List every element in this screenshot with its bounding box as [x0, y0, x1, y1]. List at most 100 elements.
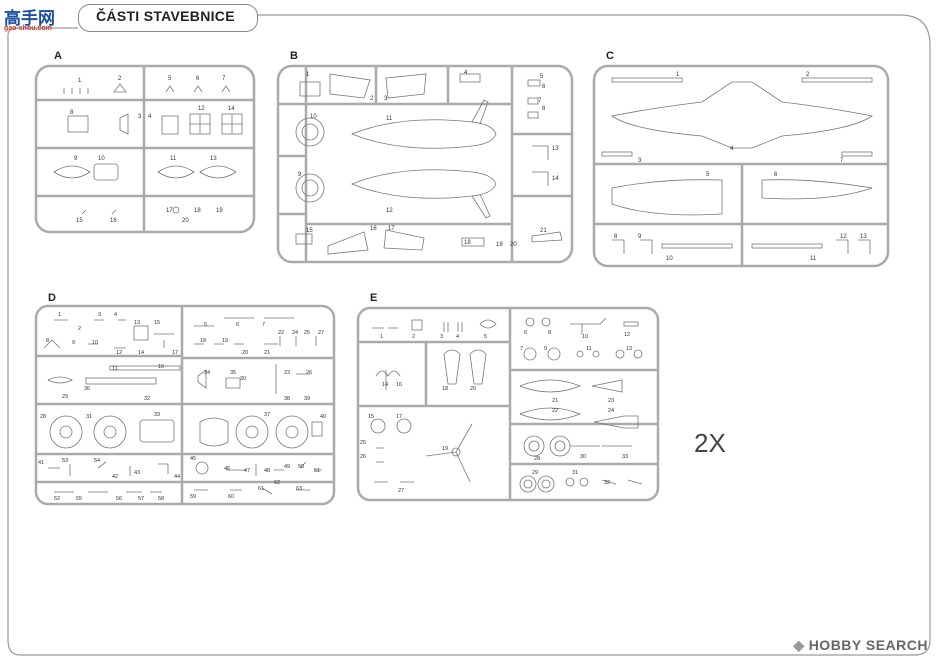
sprue-d-letter: D — [48, 292, 56, 304]
part-label: 8 — [70, 110, 74, 116]
part-label: 31 — [572, 470, 578, 476]
part-label: 1 — [306, 72, 310, 78]
part-label: 15 — [76, 218, 83, 224]
part-label: 19 — [222, 338, 228, 344]
sprue-b-letter: B — [290, 50, 298, 62]
part-label: 17 — [396, 414, 402, 420]
part-label: 5 — [484, 334, 487, 340]
part-label: 4 — [114, 312, 117, 318]
part-label: 29 — [532, 470, 538, 476]
part-label: 16 — [370, 226, 377, 232]
part-label: 20 — [242, 350, 248, 356]
part-label: 22 — [278, 330, 284, 336]
quantity-multiplier: 2X — [694, 428, 726, 458]
part-label: 3 — [98, 312, 101, 318]
part-label: 41 — [38, 460, 44, 466]
part-label: 28 — [534, 456, 540, 462]
part-label: 10 — [582, 334, 588, 340]
part-label: 25 — [360, 440, 366, 446]
part-label: 18 — [442, 386, 448, 392]
part-label: 37 — [264, 412, 270, 418]
part-label: 27 — [398, 488, 404, 494]
part-label: 13 — [134, 320, 140, 326]
part-label: 19 — [496, 242, 503, 248]
part-label: 49 — [284, 464, 290, 470]
part-label: 9 — [72, 340, 75, 346]
part-label: 11 — [386, 116, 393, 122]
part-label: 4 — [730, 146, 734, 152]
site-logo-url: gao-shou.com — [4, 25, 52, 32]
part-label: 9 — [298, 172, 302, 178]
watermark-logo-icon: ◆ — [793, 637, 805, 653]
part-label: 6 — [236, 322, 239, 328]
part-label: 15 — [154, 320, 160, 326]
part-label: 20 — [510, 242, 517, 248]
page-title: ČÁSTI STAVEBNICE — [96, 8, 235, 24]
part-label: 43 — [134, 470, 140, 476]
part-label: 2 — [412, 334, 415, 340]
part-label: 16 — [396, 382, 402, 388]
part-label: 9 — [74, 156, 78, 162]
part-label: 59 — [190, 494, 196, 500]
part-label: 47 — [244, 468, 250, 474]
part-label: 14 — [228, 106, 235, 112]
part-label: 10 — [310, 114, 317, 120]
part-label: 6 — [196, 76, 200, 82]
part-label: 6 — [774, 172, 778, 178]
part-label: 30 — [580, 454, 586, 460]
part-label: 17 — [166, 208, 173, 214]
part-label: 18 — [200, 338, 206, 344]
part-label: 57 — [138, 496, 144, 502]
part-label: 33 — [154, 412, 160, 418]
part-label: 23 — [284, 370, 290, 376]
part-label: 48 — [264, 468, 270, 474]
part-label: 10 — [666, 256, 673, 262]
part-label: 11 — [586, 346, 592, 352]
part-label: 11 — [112, 366, 118, 372]
part-label: 35 — [230, 370, 236, 376]
part-label: 4 — [464, 70, 468, 76]
part-label: 4 — [148, 114, 152, 120]
part-label: 29 — [62, 394, 68, 400]
part-label: 14 — [552, 176, 559, 182]
part-label: 26 — [360, 454, 366, 460]
part-label: 17 — [172, 350, 178, 356]
sprue-e: 1 2 3 4 5 6 7 8 9 10 11 12 13 14 15 16 1… — [356, 306, 660, 502]
part-label: 13 — [626, 346, 632, 352]
part-label: 14 — [382, 382, 388, 388]
part-label: 55 — [76, 496, 82, 502]
part-label: 40 — [320, 414, 326, 420]
hobby-search-watermark: ◆HOBBY SEARCH — [793, 637, 928, 654]
part-label: 12 — [198, 106, 205, 112]
part-label: 5 — [204, 322, 207, 328]
part-label: 7 — [538, 98, 542, 104]
sprue-a: 1 2 5 6 7 8 3 4 12 14 9 10 11 13 15 16 1… — [34, 64, 256, 234]
part-label: 60 — [228, 494, 234, 500]
part-label: 8 — [542, 106, 546, 112]
part-label: 39 — [304, 396, 310, 402]
part-label: 53 — [62, 458, 68, 464]
title-tab — [78, 4, 258, 32]
part-label: 18 — [194, 208, 201, 214]
part-label: 34 — [204, 370, 210, 376]
part-label: 25 — [304, 330, 310, 336]
part-label: 16 — [110, 218, 117, 224]
part-label: 7 — [222, 76, 226, 82]
part-label: 19 — [442, 446, 448, 452]
part-label: 36 — [84, 386, 90, 392]
part-label: 8 — [548, 330, 551, 336]
part-label: 2 — [118, 76, 122, 82]
part-label: 32 — [144, 396, 150, 402]
part-label: 32 — [604, 480, 610, 486]
part-label: 10 — [98, 156, 105, 162]
part-label: 45 — [190, 456, 196, 462]
part-label: 58 — [158, 496, 164, 502]
part-label: 17 — [388, 226, 395, 232]
part-label: 12 — [624, 332, 630, 338]
part-label: 22 — [552, 408, 558, 414]
sprue-d: 1 2 3 4 5 6 7 8 9 10 11 12 13 14 15 16 1… — [34, 304, 336, 506]
part-label: 28 — [40, 414, 46, 420]
part-label: 3 — [384, 96, 388, 102]
part-label: 5 — [168, 76, 172, 82]
